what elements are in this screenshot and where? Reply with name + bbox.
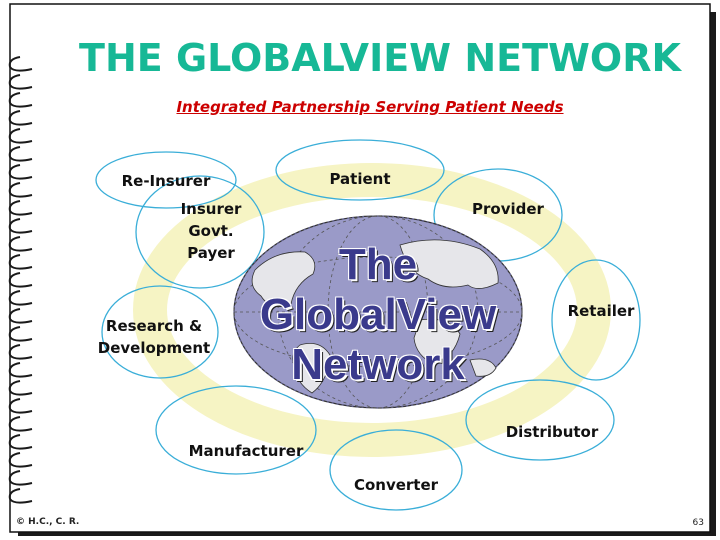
node-provider: Provider [472,200,544,218]
spiral-binding [8,56,33,504]
page-number: 63 [692,518,704,528]
copyright-text: © H.C., C. R. [16,517,80,527]
insurer-oval [135,175,265,289]
center-line-1: The [338,240,418,289]
center-title: The GlobalView Network [228,240,528,390]
node-retailer: Retailer [567,302,635,320]
page-subtitle: Integrated Partnership Serving Patient N… [176,98,564,116]
page-title: THE GLOBALVIEW NETWORK [79,36,681,80]
node-insurer-line-3: Payer [187,244,235,262]
manufacturer-oval [155,385,317,475]
research-oval [101,285,219,379]
patient-oval [275,139,445,201]
network-ring [133,163,611,457]
retailer-oval [551,259,641,381]
node-insurer-line-2: Govt. [188,222,234,240]
node-distributor: Distributor [505,423,599,441]
globe-icon [233,215,523,409]
node-insurer: Insurer Govt. Payer [168,198,254,264]
node-manufacturer: Manufacturer [188,442,304,460]
center-line-3: Network [291,340,465,389]
node-research-line-1: Research & [105,317,203,335]
node-converter: Converter [353,476,439,494]
distributor-oval [465,379,615,461]
node-research-line-2: Development [97,339,211,357]
node-research: Research & Development [88,315,220,359]
converter-oval [329,429,463,511]
node-insurer-line-1: Insurer [180,200,242,218]
node-reinsurer: Re-Insurer [121,172,211,190]
reinsurer-oval [95,151,237,209]
node-patient: Patient [329,170,391,188]
center-line-2: GlobalView [259,290,497,339]
